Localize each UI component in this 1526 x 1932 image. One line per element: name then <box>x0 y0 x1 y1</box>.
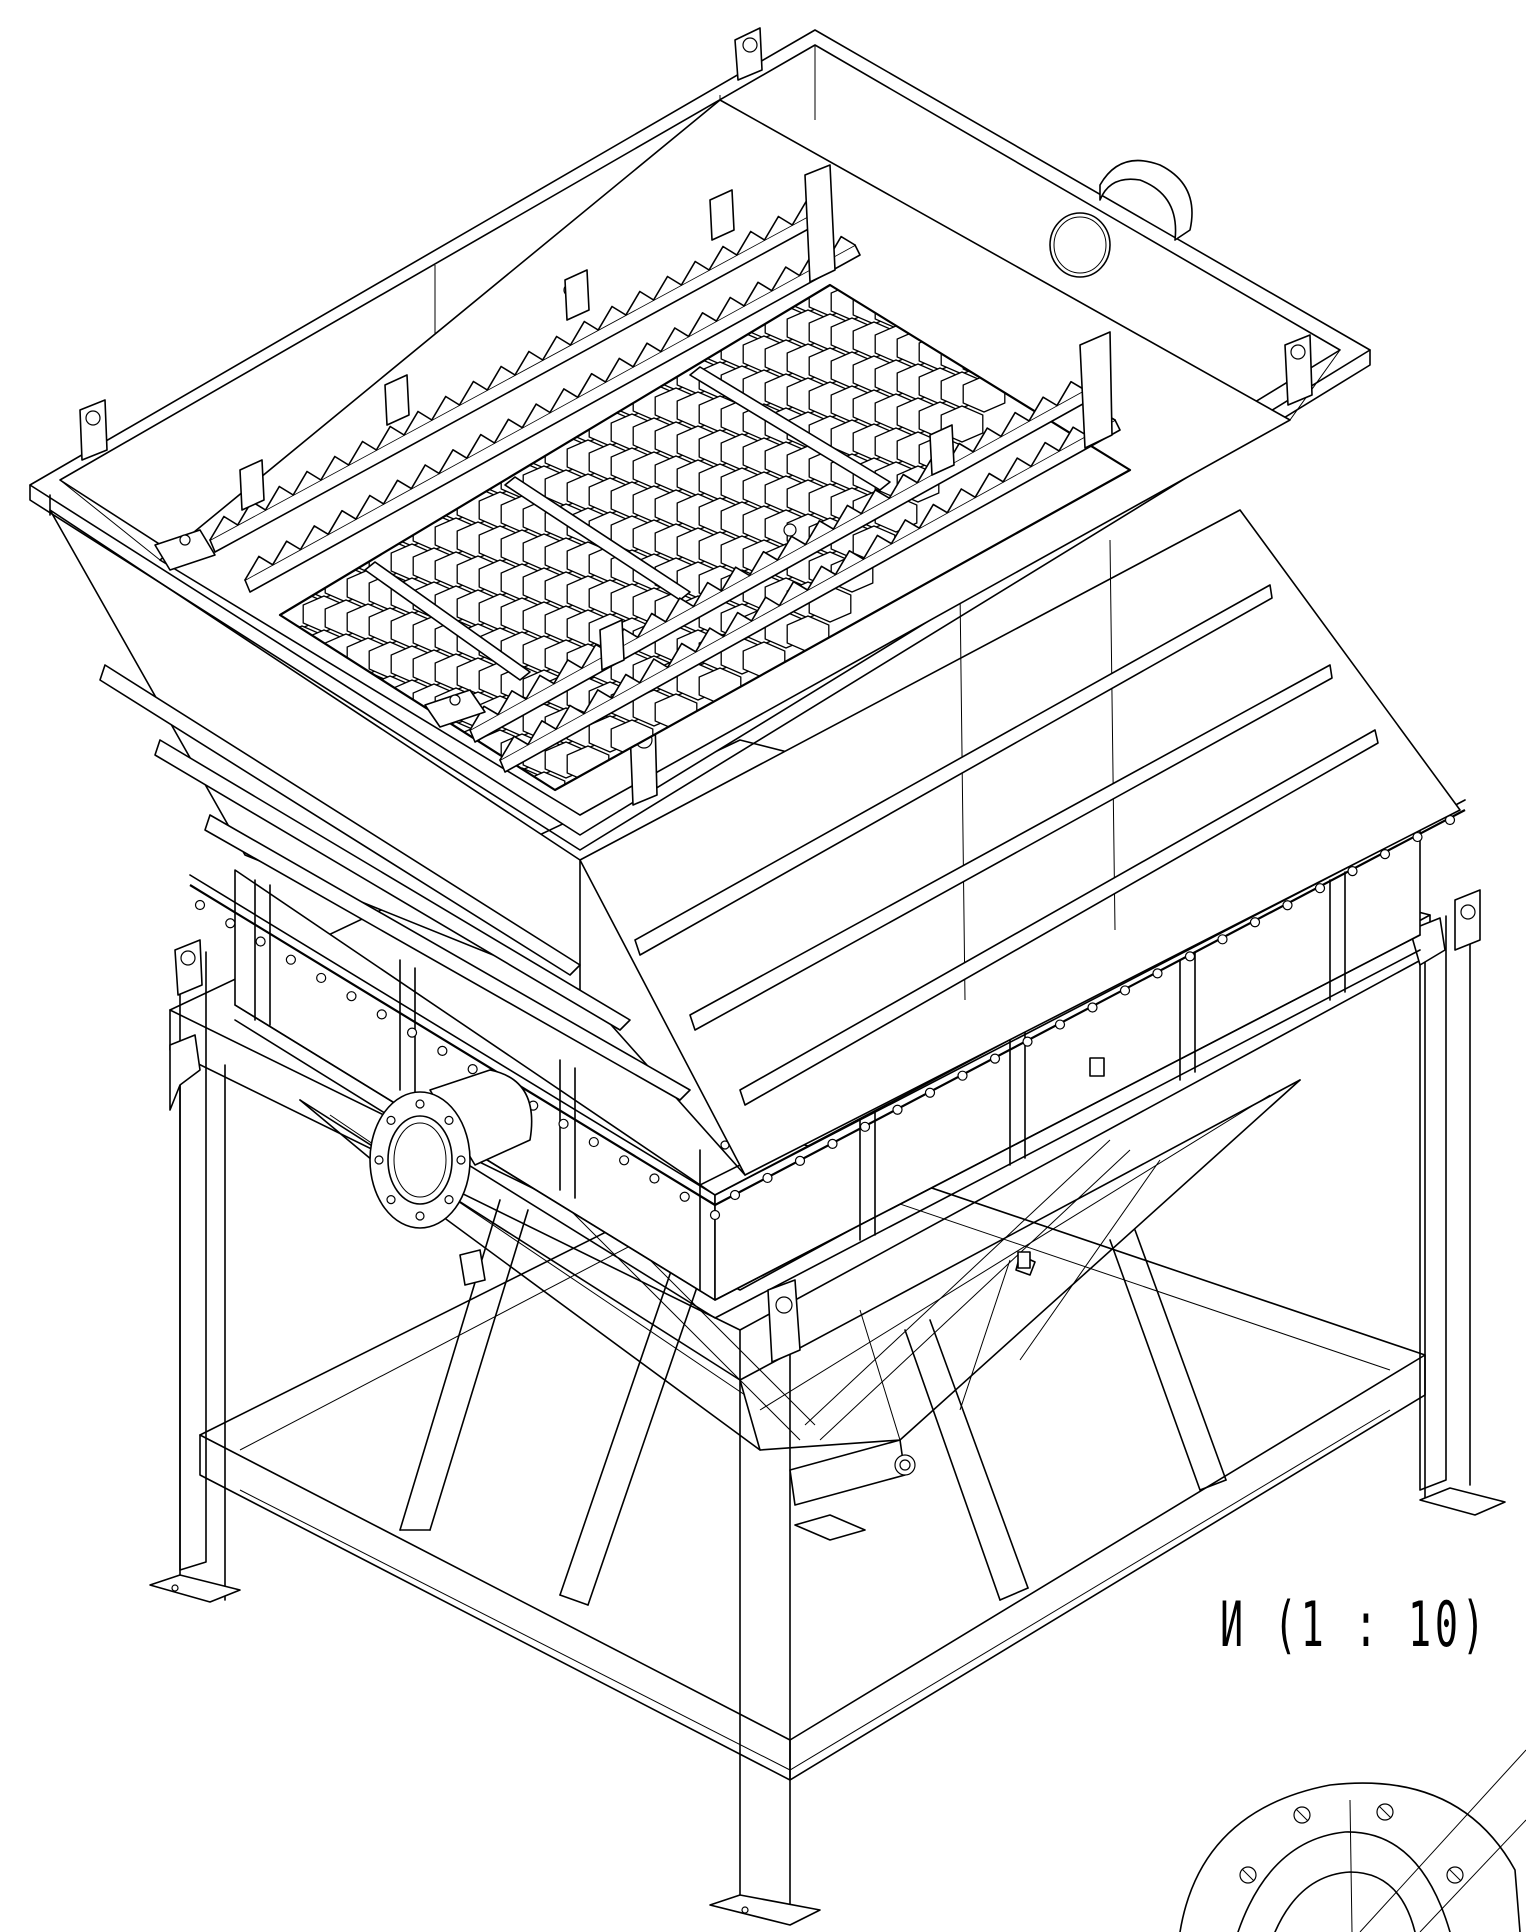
sawtooth-weirs <box>154 164 1121 773</box>
inlet-nozzle <box>369 1069 533 1229</box>
view-scale-label: И (1 : 10) <box>1220 1588 1489 1661</box>
detail-view <box>1179 1749 1526 1932</box>
upper-hopper <box>49 509 1461 1176</box>
